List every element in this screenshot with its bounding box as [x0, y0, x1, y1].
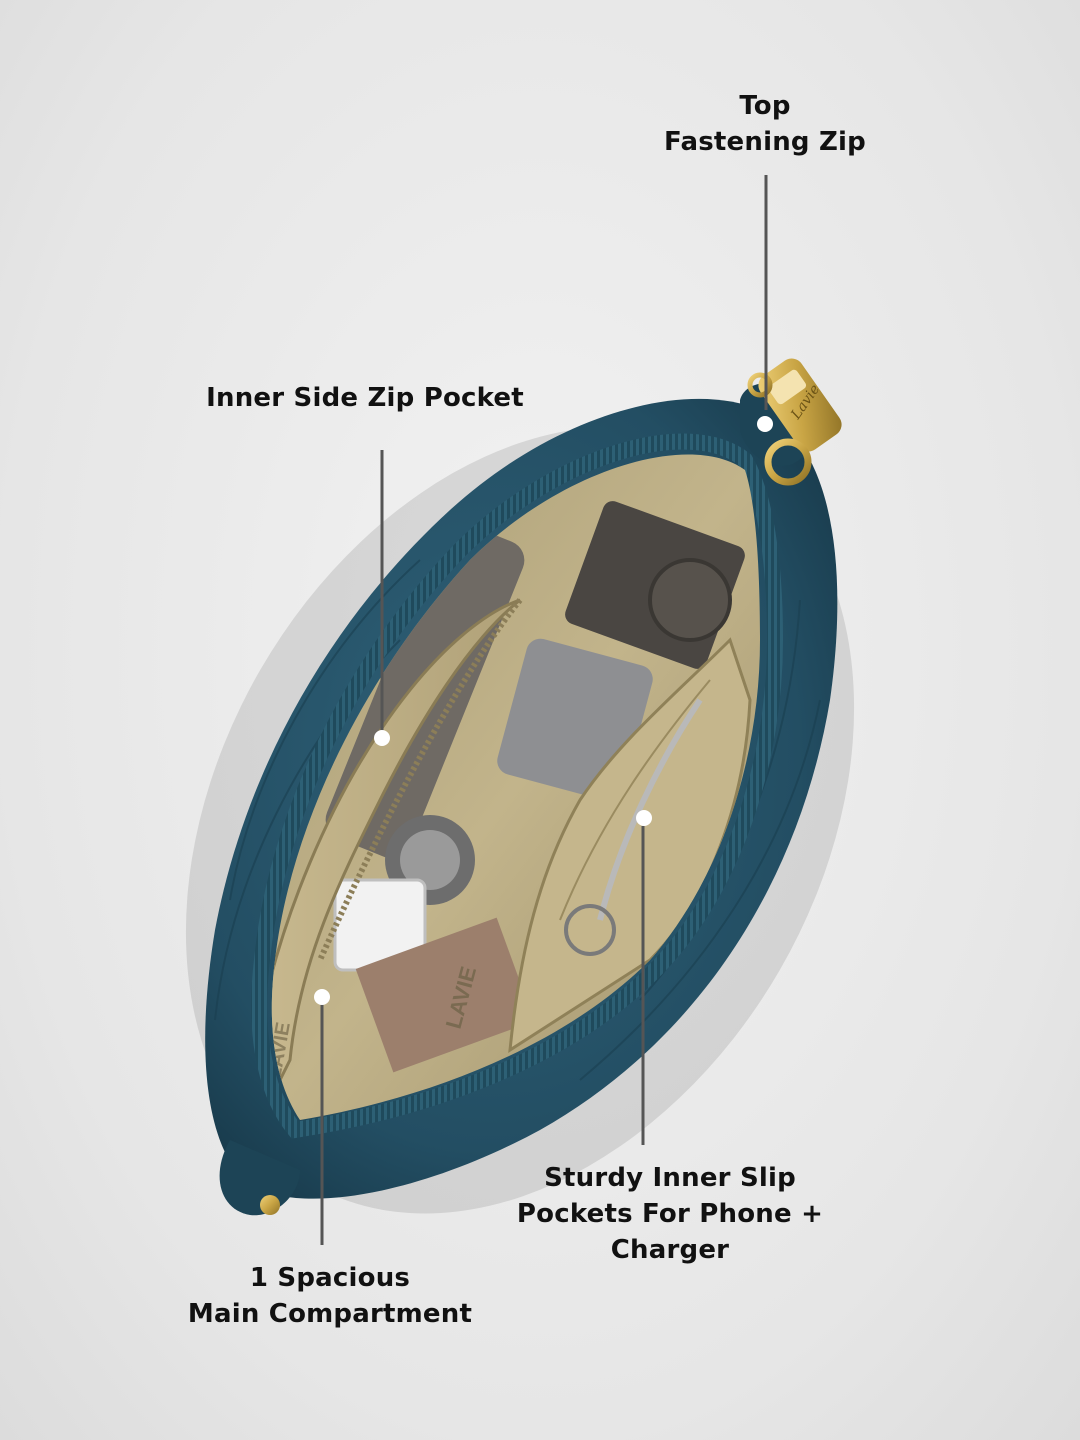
marker-dot-top-zip	[757, 416, 773, 432]
marker-dot-slip	[636, 810, 652, 826]
bag-interior: LAVIE LAVIE	[271, 454, 760, 1120]
annotation-inner-slip-pockets: Sturdy Inner Slip Pockets For Phone + Ch…	[516, 1163, 824, 1265]
currency-notes	[355, 917, 535, 1073]
marker-dot-main	[314, 989, 330, 1005]
annotation-top-fastening-zip: Top Fastening Zip	[664, 91, 866, 157]
bag-end-tab-bottom	[219, 1140, 300, 1216]
inner-slip-pockets	[508, 637, 752, 1053]
zipper-track	[251, 433, 784, 1139]
inner-side-zip-pocket	[271, 598, 521, 1105]
sunglasses	[597, 698, 703, 921]
annotation-inner-side-zip-pocket: Inner Side Zip Pocket	[206, 383, 524, 413]
metal-ring-bottom	[260, 1195, 280, 1215]
marker-dot-inner-side	[374, 730, 390, 746]
annotation-main-compartment: 1 Spacious Main Compartment	[187, 1263, 473, 1329]
zipper-puller: Lavie	[747, 358, 842, 486]
perfume-cap	[648, 558, 732, 642]
